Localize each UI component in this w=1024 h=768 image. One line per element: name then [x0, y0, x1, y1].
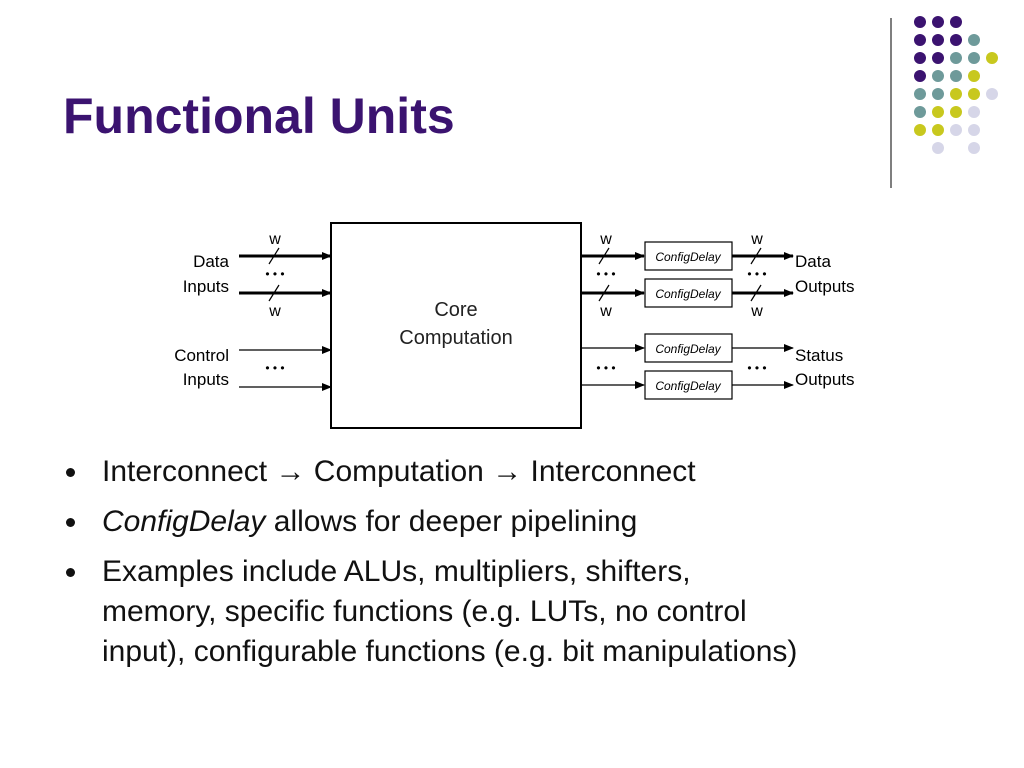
ellipsis: • • • [596, 267, 615, 281]
deco-dot [914, 34, 926, 46]
deco-dot [932, 88, 944, 100]
data-outputs-label-line2: Outputs [795, 277, 855, 296]
core-computation-box [330, 222, 582, 429]
deco-dot [986, 52, 998, 64]
bullet-item: Interconnect → Computation → Interconnec… [60, 452, 990, 492]
config-delay-box [644, 241, 733, 271]
deco-dot [986, 88, 998, 100]
slide-title: Functional Units [63, 88, 455, 144]
ellipsis: • • • [596, 361, 615, 375]
ellipsis: • • • [265, 361, 284, 375]
deco-dot [950, 34, 962, 46]
config-delay-label: ConfigDelay [655, 379, 721, 393]
config-delay-label: ConfigDelay [655, 342, 721, 356]
bus-slash [750, 247, 762, 265]
data-inputs-label-line2: Inputs [183, 277, 229, 296]
deco-dot [914, 52, 926, 64]
deco-dot [950, 88, 962, 100]
width-label: w [750, 303, 763, 320]
deco-dot [968, 106, 980, 118]
status-outputs-label-line2: Outputs [795, 370, 855, 389]
config-delay-label: ConfigDelay [655, 287, 721, 301]
config-delay-label: ConfigDelay [655, 250, 721, 264]
ellipsis: • • • [747, 267, 766, 281]
deco-dot [932, 70, 944, 82]
deco-dot [950, 124, 962, 136]
ellipsis: • • • [265, 267, 284, 281]
deco-dot [968, 88, 980, 100]
deco-dot [932, 106, 944, 118]
deco-dot [968, 34, 980, 46]
bus-slash [750, 284, 762, 302]
deco-dot [914, 16, 926, 28]
decorative-divider [890, 18, 892, 188]
width-label: w [268, 231, 281, 248]
functional-unit-diagram: Core Computation Data Inputs Control Inp… [174, 222, 855, 429]
bus-slash [598, 247, 610, 265]
bullet-text-line: input), configurable functions (e.g. bit… [102, 635, 798, 668]
deco-dot [932, 34, 944, 46]
deco-dot [950, 52, 962, 64]
deco-dot [914, 106, 926, 118]
width-label: w [599, 303, 612, 320]
bullet-text: allows for deeper pipelining [265, 505, 638, 538]
deco-dot [914, 70, 926, 82]
deco-dot [932, 52, 944, 64]
control-inputs-label-line1: Control [174, 346, 229, 365]
deco-dot [968, 70, 980, 82]
deco-dot [950, 16, 962, 28]
deco-dot [914, 88, 926, 100]
bullet-item: Examples include ALUs, multipliers, shif… [60, 552, 990, 672]
data-outputs-label-line1: Data [795, 252, 831, 271]
data-inputs-label-line1: Data [193, 252, 229, 271]
width-label: w [750, 231, 763, 248]
config-delay-box [644, 278, 733, 308]
status-outputs-label-line1: Status [795, 346, 843, 365]
deco-dot [914, 124, 926, 136]
bullet-text-line: Examples include ALUs, multipliers, shif… [102, 555, 691, 588]
ellipsis: • • • [747, 361, 766, 375]
deco-dot [950, 106, 962, 118]
width-label: w [268, 303, 281, 320]
deco-dot [968, 52, 980, 64]
core-label-line1: Core [434, 299, 477, 321]
bus-slash [598, 284, 610, 302]
config-delay-box [644, 333, 733, 363]
bullet-list: Interconnect → Computation → Interconnec… [60, 452, 990, 682]
deco-dot [950, 70, 962, 82]
width-label: w [599, 231, 612, 248]
bullet-text-line: memory, specific functions (e.g. LUTs, n… [102, 595, 747, 628]
config-delay-box [644, 370, 733, 400]
core-label-line2: Computation [399, 327, 512, 349]
deco-dot [932, 16, 944, 28]
deco-dot [968, 124, 980, 136]
bullet-text: Interconnect → Computation → Interconnec… [102, 455, 696, 488]
deco-dot [932, 142, 944, 154]
bullet-item: ConfigDelay allows for deeper pipelining [60, 502, 990, 542]
bus-slash [268, 247, 280, 265]
bus-slash [268, 284, 280, 302]
decorative-dot-grid [914, 16, 998, 154]
deco-dot [968, 142, 980, 154]
control-inputs-label-line2: Inputs [183, 370, 229, 389]
bullet-emphasis: ConfigDelay [102, 505, 266, 538]
deco-dot [932, 124, 944, 136]
